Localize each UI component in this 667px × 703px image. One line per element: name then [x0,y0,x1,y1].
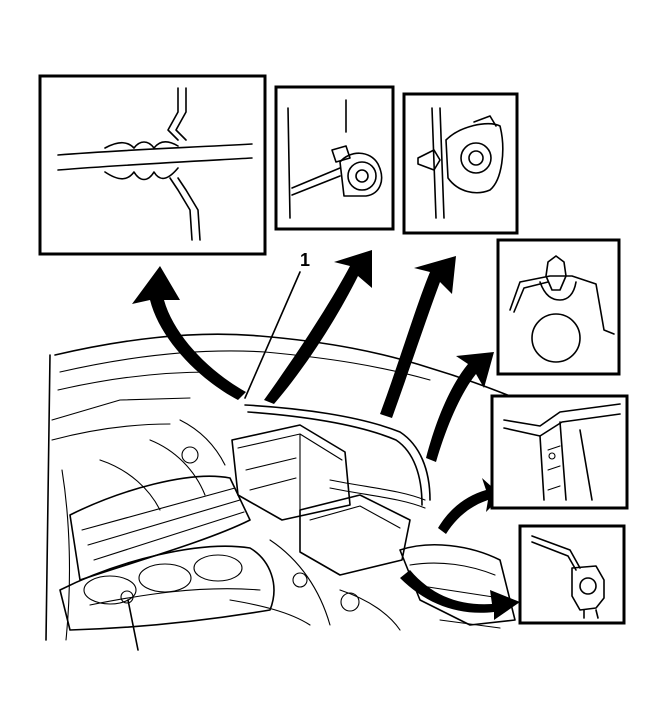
svg-text:1: 1 [300,250,310,270]
detail-harness-grommet [38,74,267,256]
curved-arrows [132,250,520,620]
detail-clip-retainer [496,238,621,376]
detail-clip-front [402,92,519,235]
detail-clip-bracket [274,85,395,231]
engine-compartment-illustration [45,333,521,651]
detail-clip-side [518,524,626,625]
detail-body-panel [490,394,629,510]
callout-1: 1 [244,250,310,399]
